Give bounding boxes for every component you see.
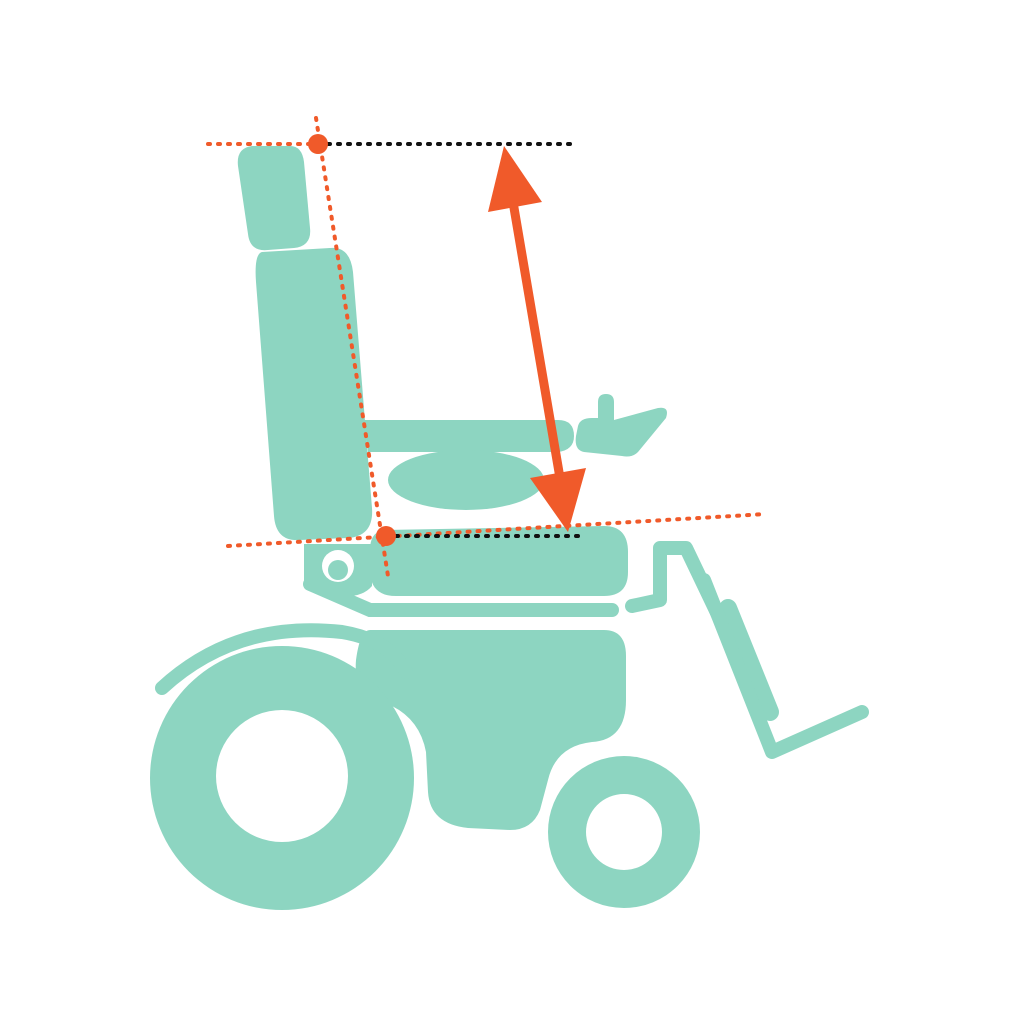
wheelchair-icon bbox=[150, 146, 869, 910]
reference-dot-icon bbox=[308, 134, 328, 154]
frame-link bbox=[303, 577, 619, 617]
headrest bbox=[237, 146, 311, 251]
caster-wheel-hub bbox=[586, 794, 662, 870]
arrow-head-bottom bbox=[530, 468, 586, 532]
arrow-shaft bbox=[507, 191, 565, 483]
backrest bbox=[255, 247, 373, 541]
double-arrow-icon bbox=[488, 146, 586, 532]
power-base bbox=[355, 630, 626, 830]
back-angle-line bbox=[314, 116, 390, 578]
measurement-guides bbox=[206, 116, 768, 578]
fender bbox=[155, 623, 413, 695]
arrow-head-top bbox=[488, 146, 542, 212]
joystick-control bbox=[575, 394, 667, 457]
legrest bbox=[719, 599, 779, 721]
seat-cushion bbox=[370, 526, 628, 596]
drive-wheel-hub bbox=[216, 710, 348, 842]
legrest-lower bbox=[697, 573, 869, 759]
recline-hinge-inner bbox=[328, 560, 348, 580]
seat-plane-line bbox=[226, 512, 768, 548]
armrest bbox=[364, 420, 574, 452]
reference-dot-icon bbox=[376, 526, 396, 546]
arm-support-pad bbox=[388, 450, 544, 510]
